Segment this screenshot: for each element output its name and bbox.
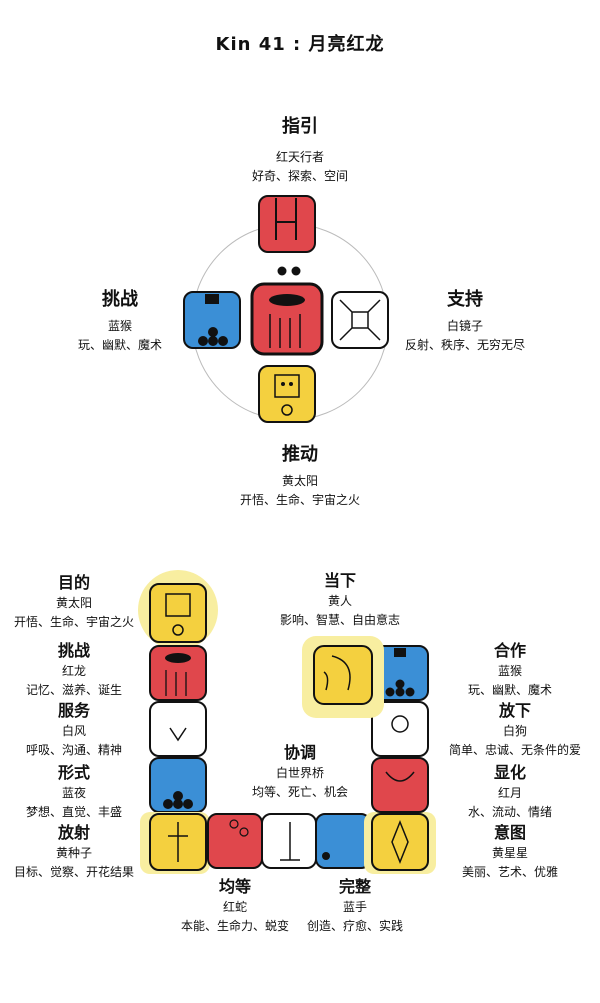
wave-right-4-heading: 意图 — [493, 823, 526, 842]
balance-label: 均等 红蛇 本能、生命力、蜕变 — [160, 876, 310, 936]
tone-dot-icon — [277, 266, 287, 276]
balance-name: 红蛇 — [222, 900, 247, 914]
balance-keywords: 本能、生命力、蜕变 — [180, 919, 289, 933]
harmonize-label: 协调 白世界桥 均等、死亡、机会 — [215, 742, 385, 802]
wave-left-2-heading: 挑战 — [57, 641, 90, 660]
occult-heading: 推动 — [282, 444, 318, 465]
wave-left-3-heading: 服务 — [57, 701, 90, 720]
support-keywords: 反射、秩序、无穷无尽 — [404, 338, 525, 352]
wave-right-2-keywords: 简单、忠诚、无条件的爱 — [448, 743, 581, 757]
balance-heading: 均等 — [218, 877, 251, 896]
harmonize-keywords: 均等、死亡、机会 — [251, 785, 348, 799]
present-keywords: 影响、智慧、自由意志 — [279, 613, 400, 627]
guide-heading: 指引 — [282, 116, 318, 137]
tone-dot-icon — [291, 266, 301, 276]
support-name: 白镜子 — [446, 319, 483, 333]
wave-left-3-keywords: 呼吸、沟通、精神 — [25, 743, 122, 757]
yellow-star-glyph-icon — [371, 813, 429, 871]
wave-right-3-name: 红月 — [497, 786, 522, 800]
blue-monkey-glyph-icon — [183, 291, 241, 349]
wave-right-3-heading: 显化 — [493, 763, 526, 782]
wave-left-5-name: 黄种子 — [55, 846, 92, 860]
yellow-seed-glyph-icon — [149, 813, 207, 871]
present-heading: 当下 — [323, 571, 356, 590]
present-label: 当下 黄人 影响、智慧、自由意志 — [255, 570, 425, 630]
wave-left-5-heading: 放射 — [57, 823, 90, 842]
wave-left-2-label: 挑战 红龙 记忆、滋养、诞生 — [0, 640, 148, 700]
red-moon-glyph-icon — [371, 757, 429, 813]
wave-left-3-name: 白风 — [61, 724, 86, 738]
wave-left-2-name: 红龙 — [61, 664, 86, 678]
wave-right-1-heading: 合作 — [493, 641, 526, 660]
guide-name: 红天行者 — [275, 150, 324, 164]
wave-left-2-keywords: 记忆、滋养、诞生 — [25, 683, 122, 697]
red-skywalker-glyph-icon — [258, 195, 316, 253]
wave-right-2-heading: 放下 — [498, 701, 531, 720]
wave-left-4-heading: 形式 — [57, 763, 90, 782]
wave-left-5-label: 放射 黄种子 目标、觉察、开花结果 — [0, 822, 148, 882]
wave-right-1-name: 蓝猴 — [497, 664, 522, 678]
wave-left-3-label: 服务 白风 呼吸、沟通、精神 — [0, 700, 148, 760]
challenge-name: 蓝猴 — [107, 319, 132, 333]
red-serpent-glyph-icon — [207, 813, 263, 869]
yellow-sun-glyph-icon — [258, 365, 316, 423]
wave-left-4-label: 形式 蓝夜 梦想、直觉、丰盛 — [0, 762, 148, 822]
guide-label: 指引 红天行者 好奇、探索、空间 — [200, 114, 400, 186]
wave-left-1-name: 黄太阳 — [55, 596, 92, 610]
yellow-sun-glyph-icon — [149, 583, 207, 643]
harmonize-name: 白世界桥 — [275, 766, 324, 780]
complete-name: 蓝手 — [342, 900, 367, 914]
white-worldbridger-glyph-icon — [261, 813, 317, 869]
blue-monkey-glyph-icon — [371, 645, 429, 701]
yellow-human-glyph-icon — [313, 645, 373, 705]
present-name: 黄人 — [327, 594, 352, 608]
blue-night-glyph-icon — [149, 757, 207, 813]
white-dog-glyph-icon — [371, 701, 429, 757]
wave-left-5-keywords: 目标、觉察、开花结果 — [13, 865, 134, 879]
wave-left-1-keywords: 开悟、生命、宇宙之火 — [13, 615, 134, 629]
harmonize-heading: 协调 — [283, 743, 316, 762]
occult-label: 推动 黄太阳 开悟、生命、宇宙之火 — [200, 442, 400, 510]
complete-heading: 完整 — [338, 877, 371, 896]
wave-right-4-keywords: 美丽、艺术、优雅 — [461, 865, 558, 879]
wave-left-1-label: 目的 黄太阳 开悟、生命、宇宙之火 — [0, 572, 148, 632]
red-dragon-glyph-icon — [149, 645, 207, 701]
wave-left-4-keywords: 梦想、直觉、丰盛 — [25, 805, 122, 819]
support-heading: 支持 — [447, 289, 483, 310]
wave-left-1-heading: 目的 — [57, 573, 90, 592]
guide-keywords: 好奇、探索、空间 — [251, 169, 348, 183]
wave-right-4-name: 黄星星 — [491, 846, 528, 860]
white-mirror-glyph-icon — [331, 291, 389, 349]
wave-right-2-label: 放下 白狗 简单、忠诚、无条件的爱 — [430, 700, 600, 760]
challenge-heading: 挑战 — [102, 289, 138, 310]
blue-hand-glyph-icon — [315, 813, 371, 869]
page-title: Kin 41 : 月亮红龙 — [215, 34, 385, 55]
occult-name: 黄太阳 — [281, 474, 318, 488]
challenge-keywords: 玩、幽默、魔术 — [77, 338, 162, 352]
complete-keywords: 创造、疗愈、实践 — [306, 919, 403, 933]
white-wind-glyph-icon — [149, 701, 207, 757]
red-dragon-glyph-icon — [250, 282, 324, 356]
complete-label: 完整 蓝手 创造、疗愈、实践 — [290, 876, 420, 936]
wave-right-2-name: 白狗 — [502, 724, 527, 738]
wave-left-4-name: 蓝夜 — [61, 786, 86, 800]
challenge-label: 挑战 蓝猴 玩、幽默、魔术 — [50, 287, 190, 355]
occult-keywords: 开悟、生命、宇宙之火 — [239, 493, 360, 507]
support-label: 支持 白镜子 反射、秩序、无穷无尽 — [390, 287, 540, 355]
wave-right-3-keywords: 水、流动、情绪 — [467, 805, 552, 819]
wave-right-4-label: 意图 黄星星 美丽、艺术、优雅 — [430, 822, 590, 882]
wave-right-1-label: 合作 蓝猴 玩、幽默、魔术 — [430, 640, 590, 700]
wave-right-3-label: 显化 红月 水、流动、情绪 — [430, 762, 590, 822]
wave-right-1-keywords: 玩、幽默、魔术 — [467, 683, 552, 697]
